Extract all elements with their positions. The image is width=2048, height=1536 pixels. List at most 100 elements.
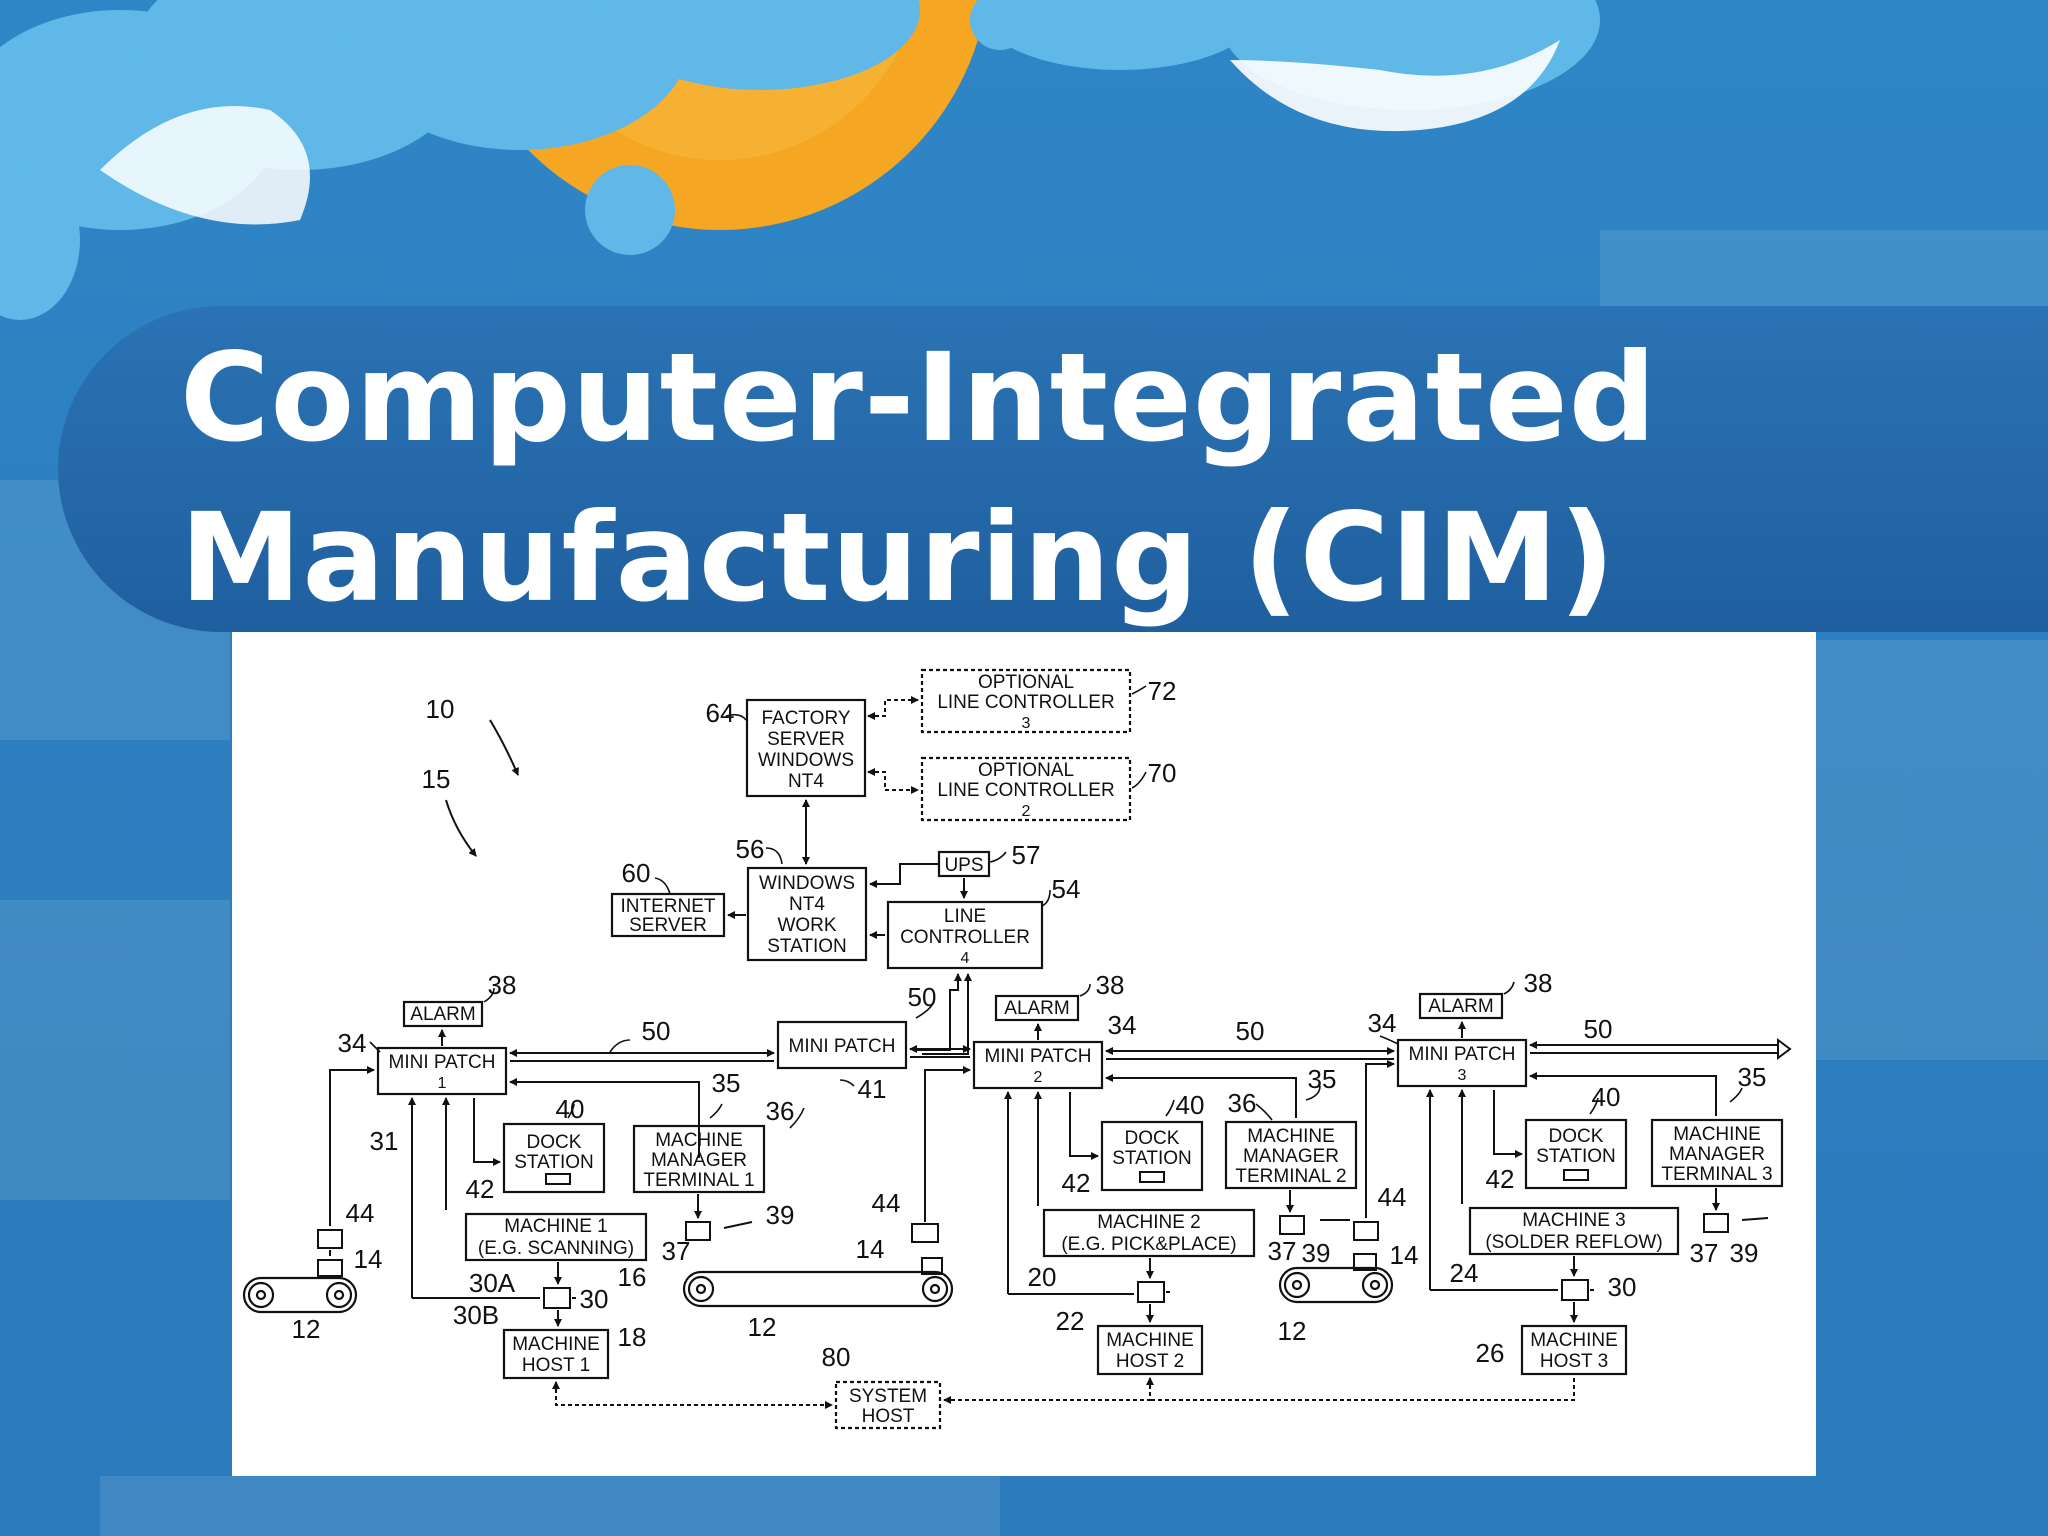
ref-37: 37 — [662, 1236, 691, 1266]
small-components — [317, 1169, 1769, 1309]
label-machine-3: MACHINE 3 — [1522, 1210, 1625, 1231]
ref-14: 14 — [856, 1234, 885, 1264]
dock-station-box — [502, 1122, 606, 1194]
ref-36: 36 — [766, 1096, 795, 1126]
label-factory: FACTORY — [761, 708, 850, 729]
ref-50: 50 — [1584, 1014, 1613, 1044]
ref-34: 34 — [1368, 1008, 1397, 1038]
ref-57: 57 — [1012, 840, 1041, 870]
ref-50: 50 — [908, 982, 937, 1012]
machine-1-box — [464, 1212, 648, 1262]
ref-50: 50 — [642, 1016, 671, 1046]
workstation-box — [746, 866, 868, 962]
ref-44: 44 — [346, 1198, 375, 1228]
reference-numerals: 10 15 64 72 70 56 57 60 54 38 38 38 34 3… — [292, 676, 1767, 1372]
mini-patch-center-box — [776, 1020, 908, 1070]
label-ups: UPS — [944, 855, 983, 876]
label-number: 2 — [1022, 803, 1031, 820]
background-tile — [1600, 230, 2048, 310]
ref-30: 30 — [1608, 1272, 1637, 1302]
label-terminal: TERMINAL 1 — [643, 1170, 754, 1191]
ref-56: 56 — [736, 834, 765, 864]
internet-server-box — [610, 892, 726, 938]
label-number: 2 — [1034, 1069, 1043, 1086]
label-machine: MACHINE — [655, 1130, 743, 1151]
machine-manager-terminal-2-box — [1224, 1120, 1358, 1190]
label-host: HOST 3 — [1540, 1351, 1608, 1372]
label-number: 3 — [1022, 715, 1031, 732]
label-station: STATION — [514, 1152, 594, 1173]
ref-41: 41 — [858, 1074, 887, 1104]
ref-64: 64 — [706, 698, 735, 728]
label-machine: MACHINE — [512, 1334, 600, 1355]
ref-38: 38 — [1096, 970, 1125, 1000]
ref-34: 34 — [338, 1028, 367, 1058]
ref-39: 39 — [1302, 1238, 1331, 1268]
label-manager: MANAGER — [651, 1150, 747, 1171]
ref-10: 10 — [426, 694, 455, 724]
label-number: 4 — [961, 950, 970, 967]
box-labels: FACTORY SERVER WINDOWS NT4 OPTIONAL LINE… — [389, 672, 1773, 1427]
mini-patch-3-box — [1396, 1038, 1528, 1088]
ref-24: 24 — [1450, 1258, 1479, 1288]
ref-15: 15 — [422, 764, 451, 794]
alarm-box — [1418, 992, 1504, 1020]
label-optional: OPTIONAL — [978, 672, 1074, 693]
machine-host-1-box — [502, 1328, 610, 1380]
ref-44: 44 — [872, 1188, 901, 1218]
ref-38: 38 — [488, 970, 517, 1000]
label-alarm: ALARM — [1004, 998, 1069, 1019]
label-controller: CONTROLLER — [900, 927, 1030, 948]
alarm-box — [994, 994, 1080, 1022]
dock-station-box — [1524, 1118, 1628, 1190]
label-station: STATION — [1112, 1148, 1192, 1169]
label-terminal: TERMINAL 2 — [1235, 1166, 1346, 1187]
label-server: SERVER — [767, 729, 845, 750]
slide-title: Computer-Integrated Manufacturing (CIM) — [180, 318, 1940, 638]
label-work: WORK — [777, 915, 836, 936]
label-line: LINE — [944, 906, 986, 927]
background-tile — [100, 1476, 1000, 1536]
machine-2-box — [1042, 1208, 1256, 1258]
title-line-2: Manufacturing (CIM) — [180, 487, 1616, 629]
ref-14: 14 — [354, 1244, 383, 1274]
dock-station-box — [1100, 1120, 1204, 1192]
ref-42: 42 — [1062, 1168, 1091, 1198]
label-alarm: ALARM — [410, 1004, 475, 1025]
ref-14: 14 — [1390, 1240, 1419, 1270]
label-dock: DOCK — [527, 1132, 582, 1153]
label-host: HOST 1 — [522, 1355, 590, 1376]
label-machine-2: MACHINE 2 — [1097, 1212, 1200, 1233]
label-machine-1: MACHINE 1 — [504, 1216, 607, 1237]
label-windows: WINDOWS — [759, 873, 855, 894]
ref-39: 39 — [766, 1200, 795, 1230]
label-machine: MACHINE — [1673, 1124, 1761, 1145]
label-machine: MACHINE — [1530, 1330, 1618, 1351]
label-nt4: NT4 — [788, 771, 824, 792]
ref-30: 30 — [580, 1284, 609, 1314]
label-number: 1 — [438, 1075, 447, 1092]
mini-patch-2-box — [972, 1040, 1104, 1090]
ref-50: 50 — [1236, 1016, 1265, 1046]
label-line-controller: LINE CONTROLLER — [937, 780, 1114, 801]
background-tile — [0, 900, 230, 1200]
ref-18: 18 — [618, 1322, 647, 1352]
label-manager: MANAGER — [1243, 1146, 1339, 1167]
ref-20: 20 — [1028, 1262, 1057, 1292]
label-host: HOST 2 — [1116, 1351, 1184, 1372]
ref-42: 42 — [466, 1174, 495, 1204]
ref-16: 16 — [618, 1262, 647, 1292]
ref-37: 37 — [1268, 1236, 1297, 1266]
label-dock: DOCK — [1549, 1126, 1604, 1147]
label-pick-place: (E.G. PICK&PLACE) — [1061, 1234, 1236, 1255]
label-mini-patch: MINI PATCH — [985, 1046, 1092, 1067]
ref-72: 72 — [1148, 676, 1177, 706]
diagram-boxes — [376, 668, 1784, 1430]
label-scanning: (E.G. SCANNING) — [478, 1238, 634, 1259]
line-controller-box — [886, 900, 1044, 970]
ref-44: 44 — [1378, 1182, 1407, 1212]
label-solder-reflow: (SOLDER REFLOW) — [1485, 1232, 1662, 1253]
label-machine: MACHINE — [1247, 1126, 1335, 1147]
sky-decoration — [0, 0, 1600, 320]
